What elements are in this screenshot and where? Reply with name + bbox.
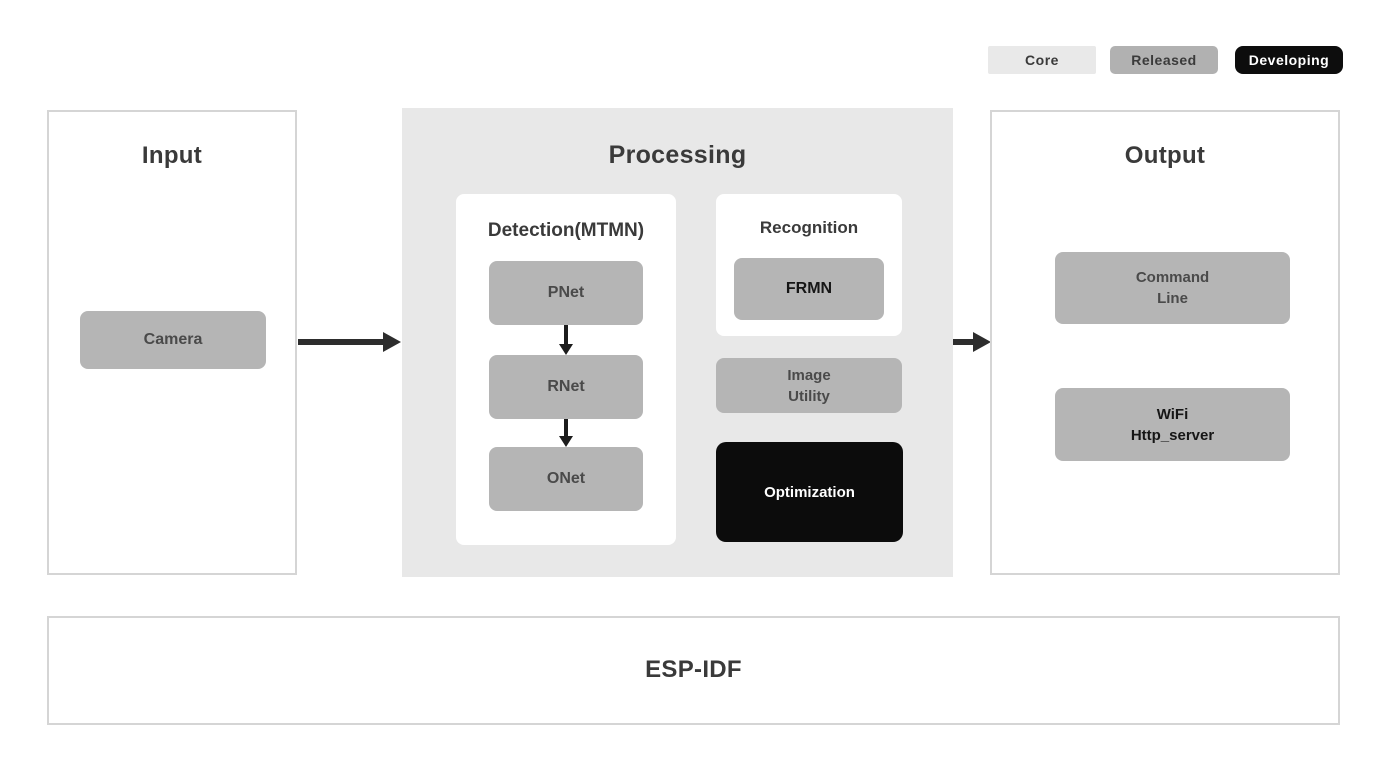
input-panel-title: Input (141, 142, 203, 169)
rnet-node: RNet (489, 355, 643, 419)
recognition-group-title: Recognition (759, 218, 859, 237)
legend-developing-label: Developing (1248, 52, 1330, 68)
legend-item-developing: Developing (1235, 46, 1343, 74)
output-panel (990, 110, 1340, 575)
arrow-shaft (564, 419, 568, 437)
esp-idf-panel (47, 616, 1340, 725)
arrow-shaft (564, 325, 568, 346)
pnet-node: PNet (489, 261, 643, 325)
arrow-shaft (298, 339, 384, 345)
processing-panel-title: Processing (608, 141, 747, 169)
frmn-node: FRMN (734, 258, 884, 320)
arrowhead-right-icon (383, 332, 401, 352)
legend-item-released: Released (1110, 46, 1218, 74)
legend-released-label: Released (1131, 52, 1197, 68)
arrowhead-down-icon (559, 344, 573, 355)
legend-core-label: Core (1025, 52, 1059, 68)
camera-node: Camera (80, 311, 266, 369)
arrowhead-down-icon (559, 436, 573, 447)
command-line-node: Command Line (1055, 252, 1290, 324)
arrowhead-right-icon (973, 332, 991, 352)
wifi-http-server-node: WiFi Http_server (1055, 388, 1290, 461)
output-panel-title: Output (1124, 142, 1206, 169)
detection-group-title: Detection(MTMN) (487, 220, 645, 241)
image-utility-node: Image Utility (716, 358, 902, 413)
optimization-node: Optimization (716, 442, 903, 542)
esp-idf-panel-title: ESP-IDF (645, 656, 742, 683)
onet-node: ONet (489, 447, 643, 511)
legend-item-core: Core (988, 46, 1096, 74)
arrow-shaft (953, 339, 975, 345)
